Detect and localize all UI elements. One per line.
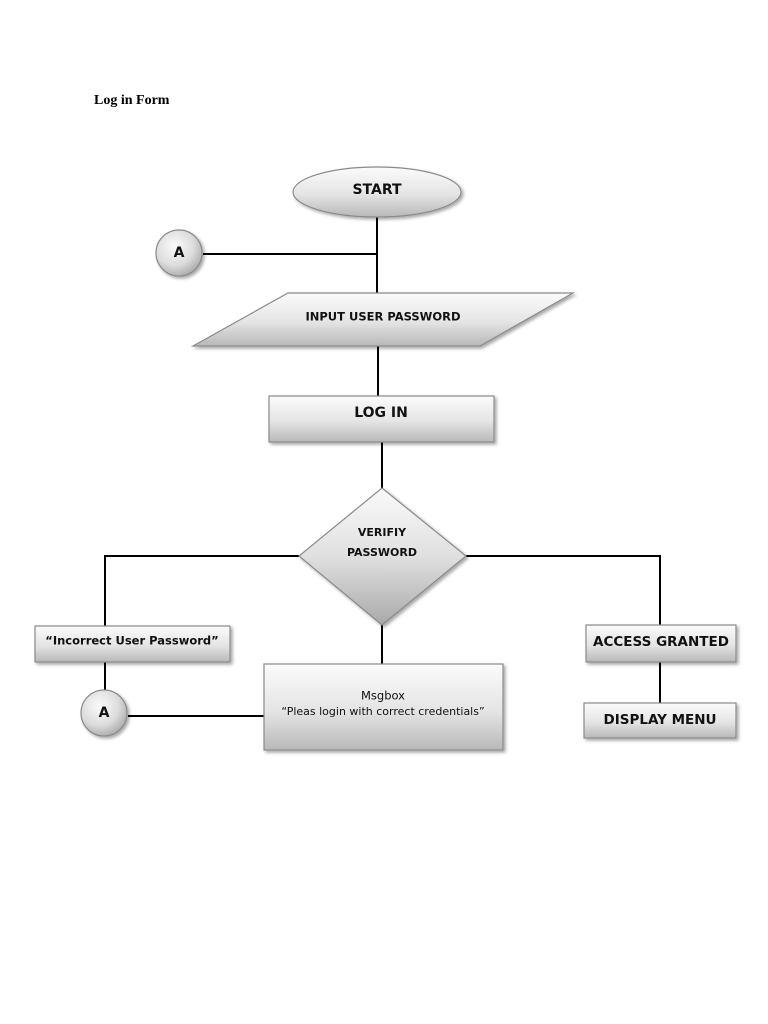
verify-label-line2: PASSWORD [347,546,417,559]
connector-a-top: A [155,229,203,277]
page-title: Log in Form [94,93,170,108]
display-menu-box: DISPLAY MENU [583,702,737,739]
display-label: DISPLAY MENU [604,712,717,728]
start-terminal: START [292,166,462,218]
edge-verify-to-incorrect [104,555,299,626]
verify-decision: VERIFIY PASSWORD [298,487,467,626]
access-label: ACCESS GRANTED [593,634,729,650]
connector-a-top-label: A [174,245,185,261]
msgbox: Msgbox “Pleas login with correct credent… [263,663,504,751]
login-label: LOG IN [354,405,408,421]
input-user-password: INPUT USER PASSWORD [190,292,576,347]
connector-a-bottom: A [80,689,128,737]
edge-verify-to-access [466,555,661,625]
edges [104,216,661,717]
input-label: INPUT USER PASSWORD [305,310,460,324]
login-process: LOG IN [268,395,495,443]
start-label: START [352,182,402,198]
incorrect-password-box: “Incorrect User Password” [34,625,231,663]
verify-label-line1: VERIFIY [358,526,407,539]
incorrect-label: “Incorrect User Password” [45,634,218,648]
msgbox-label-line2: “Pleas login with correct credentials” [281,705,484,718]
msgbox-label-line1: Msgbox [361,689,405,703]
access-granted-box: ACCESS GRANTED [585,624,737,663]
connector-a-bottom-label: A [99,705,110,721]
